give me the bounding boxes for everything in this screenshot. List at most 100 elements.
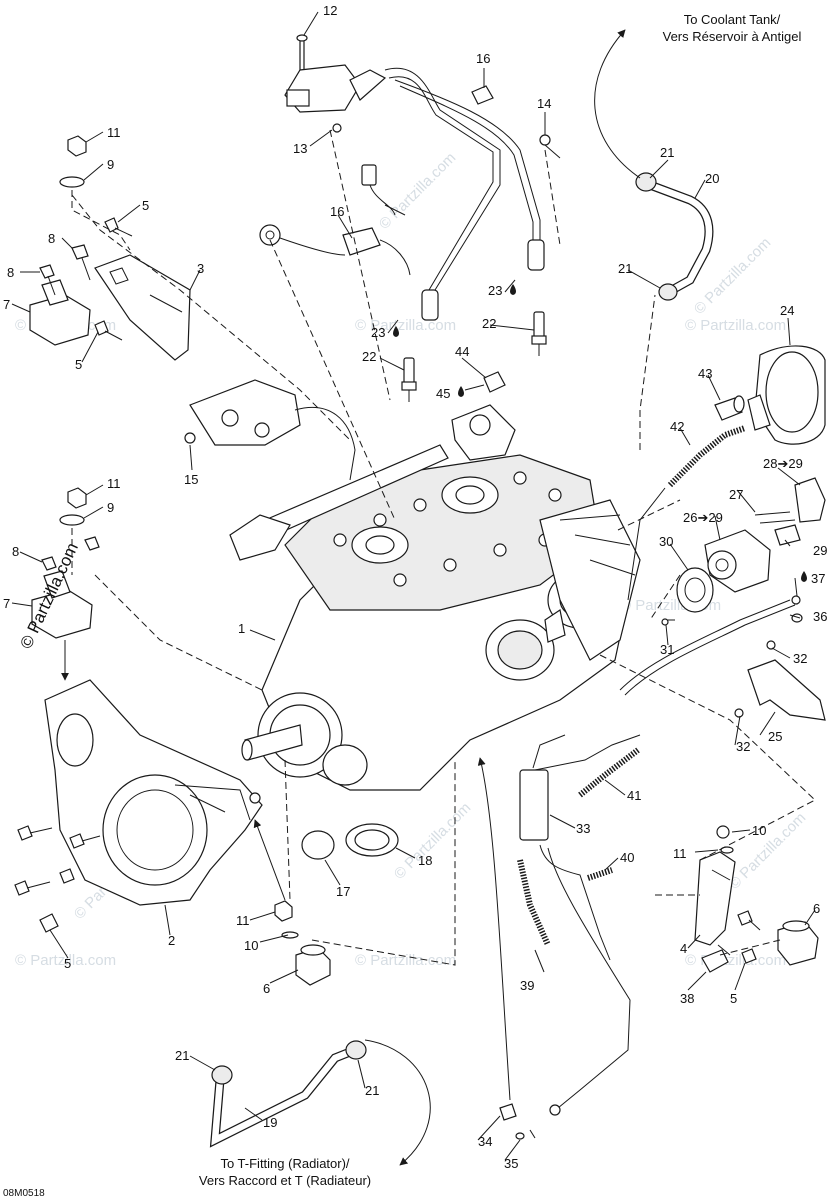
svg-text:© Partzilla.com: © Partzilla.com (355, 952, 456, 969)
svg-text:© Partzilla.com: © Partzilla.com (685, 317, 786, 334)
callout-39: 39 (520, 978, 534, 993)
part-33-cable-junction (519, 734, 566, 841)
part-6-mount-right (777, 920, 819, 966)
callout-38: 38 (680, 991, 694, 1006)
callout-8: 8 (48, 231, 55, 246)
part-10-washer-bottom (281, 931, 299, 939)
clamp-14 (539, 134, 561, 159)
svg-text:45: 45 (436, 386, 450, 401)
part-8-bolts-top (39, 244, 91, 296)
coolant-hose-20 (635, 172, 714, 301)
callout-7: 7 (3, 297, 10, 312)
callout-33: 33 (576, 821, 590, 836)
callout-23-right: 23 (488, 283, 516, 298)
callout-27: 27 (729, 487, 743, 502)
callout-5: 5 (142, 198, 149, 213)
sensor-12 (284, 34, 387, 133)
svg-text:© Partzilla.com: © Partzilla.com (15, 952, 116, 969)
callout-4: 4 (680, 941, 687, 956)
part-22-spark-plug-right (531, 311, 547, 356)
part-26-housing (704, 529, 771, 593)
part-5-bolts-right (737, 910, 761, 964)
clip-16-top (471, 85, 494, 105)
part-30-cap (661, 567, 714, 626)
callout-11: 11 (107, 476, 121, 491)
part-19-hose (209, 1040, 367, 1148)
diagram-code: 08M0518 (3, 1188, 45, 1199)
part-18-seal (345, 823, 399, 857)
svg-text:© Partzilla.com: © Partzilla.com (726, 809, 809, 892)
callout-2: 2 (168, 933, 175, 948)
engine-assembly (229, 404, 641, 791)
callout-15: 15 (184, 472, 198, 487)
part-39-spring (517, 859, 551, 947)
callout-45: 45 (436, 386, 464, 401)
part-2-mount-plate (44, 679, 263, 906)
svg-text:© Partzilla.com: © Partzilla.com (391, 799, 474, 882)
callout-26-29: 26➔29 (683, 510, 723, 525)
svg-text:23: 23 (488, 283, 502, 298)
callout-5: 5 (730, 991, 737, 1006)
callout-36: 36 (813, 609, 827, 624)
callout-42: 42 (670, 419, 684, 434)
callout-37: 37 (801, 571, 825, 586)
svg-text:To Coolant Tank/: To Coolant Tank/ (684, 12, 781, 27)
callout-5: 5 (75, 357, 82, 372)
part-44-fitting (483, 371, 506, 393)
callout-9: 9 (107, 500, 114, 515)
part-11-nut-bottom (274, 900, 293, 922)
part-3-bracket (94, 254, 191, 361)
callout-35: 35 (504, 1156, 518, 1171)
part-17-plug (301, 830, 335, 860)
callout-43: 43 (698, 366, 712, 381)
callout-11: 11 (673, 846, 687, 861)
callout-18: 18 (418, 853, 432, 868)
callout-32: 32 (736, 739, 750, 754)
callout-24: 24 (780, 303, 794, 318)
part-42-spring-cable (627, 425, 746, 601)
part-34-35-fittings (499, 1103, 536, 1140)
svg-text:© Partzilla.com: © Partzilla.com (355, 317, 456, 334)
callout-21: 21 (175, 1048, 189, 1063)
part-27-pins (754, 511, 796, 524)
callout-19: 19 (263, 1115, 277, 1130)
callout-32: 32 (793, 651, 807, 666)
callout-10: 10 (244, 938, 258, 953)
callout-21: 21 (618, 261, 632, 276)
part-15-bracket (184, 379, 356, 481)
callout-3: 3 (197, 261, 204, 276)
part-40-spring (587, 867, 613, 881)
callout-16: 16 (476, 51, 490, 66)
callout-44: 44 (455, 344, 469, 359)
svg-text:© Partzilla.com: © Partzilla.com (685, 952, 786, 969)
part-11-nut-top (67, 135, 87, 157)
svg-text:To T-Fitting (Radiator)/: To T-Fitting (Radiator)/ (220, 1156, 349, 1171)
callout-14: 14 (537, 96, 551, 111)
note-t-fitting: To T-Fitting (Radiator)/ Vers Raccord et… (199, 1156, 371, 1188)
callout-leaders (11, 11, 816, 1161)
callout-29: 29 (813, 543, 827, 558)
part-4-bracket (694, 825, 736, 946)
knock-sensor (259, 164, 411, 276)
part-8-bolt-mid (41, 536, 100, 571)
callout-40: 40 (620, 850, 634, 865)
part-24-boot (747, 345, 826, 445)
part-5-bolts-lower (14, 825, 101, 933)
callout-8: 8 (12, 544, 19, 559)
svg-text:Vers Réservoir à Antigel: Vers Réservoir à Antigel (663, 29, 802, 44)
callout-25: 25 (768, 729, 782, 744)
part-11-nut-mid (67, 487, 87, 509)
callout-17: 17 (336, 884, 350, 899)
callout-6: 6 (263, 981, 270, 996)
callout-28-29: 28➔29 (763, 456, 803, 471)
svg-text:Vers Raccord et T (Radiateur): Vers Raccord et T (Radiateur) (199, 1173, 371, 1188)
callout-7: 7 (3, 596, 10, 611)
svg-text:23: 23 (371, 325, 385, 340)
callout-9: 9 (107, 157, 114, 172)
assembly-lines (71, 129, 816, 966)
part-6-mount-bottom (295, 944, 331, 986)
part-7-mount-mid (31, 570, 93, 639)
callout-20: 20 (705, 171, 719, 186)
callout-31: 31 (660, 642, 674, 657)
